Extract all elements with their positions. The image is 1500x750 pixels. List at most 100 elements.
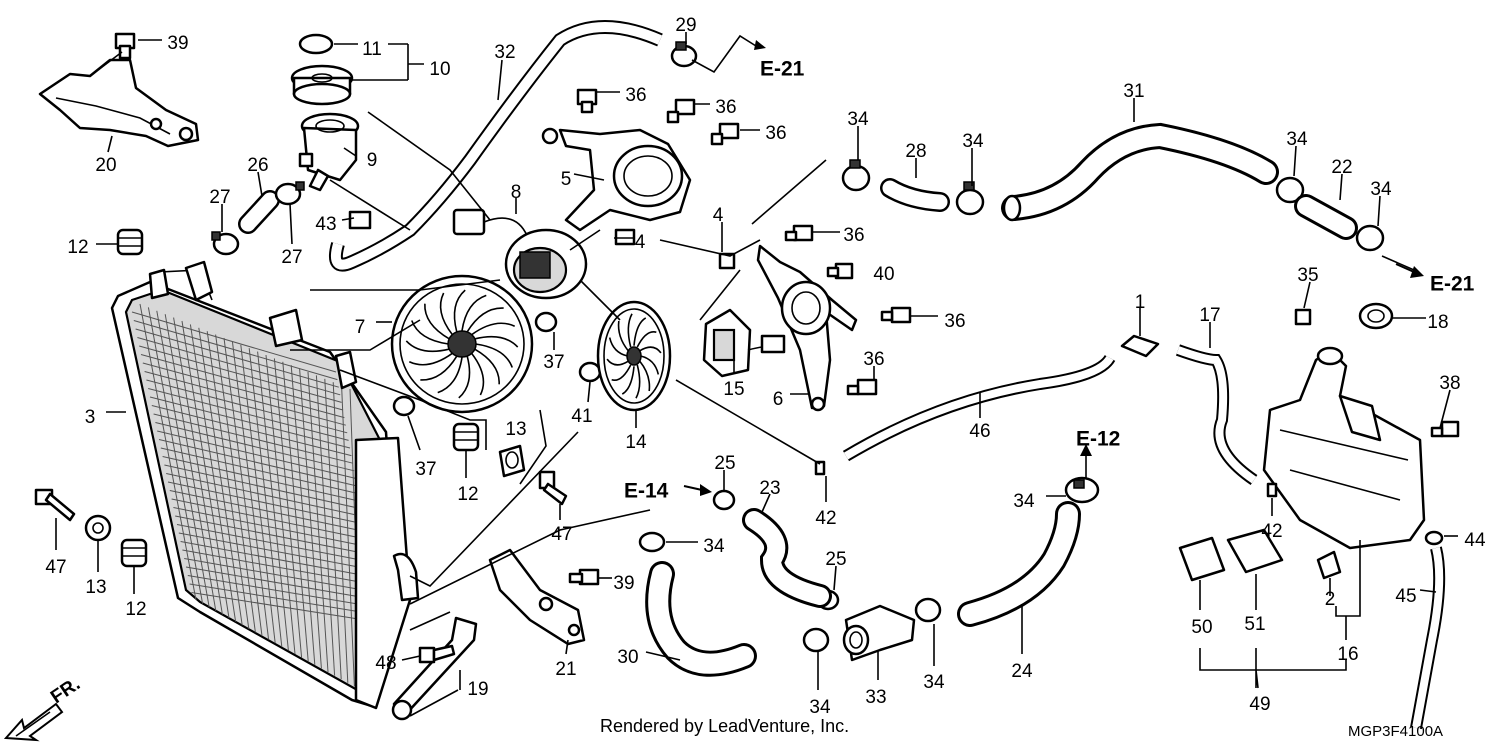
pad-51[interactable] <box>1226 528 1284 574</box>
callout-n24[interactable]: 24 <box>1011 661 1033 682</box>
clamp-34-b[interactable] <box>955 181 985 216</box>
callout-n36d[interactable]: 36 <box>843 225 864 246</box>
callout-n27a[interactable]: 27 <box>209 187 230 208</box>
callout-n3[interactable]: 3 <box>85 407 96 428</box>
callout-n4b[interactable]: 4 <box>713 205 724 226</box>
callout-n34c[interactable]: 34 <box>1286 129 1308 150</box>
callout-n36a[interactable]: 36 <box>625 85 646 106</box>
fan-shroud-5[interactable] <box>541 127 692 232</box>
callout-n5[interactable]: 5 <box>561 169 572 190</box>
hose-46[interactable] <box>842 354 1116 462</box>
grommet-12-top[interactable] <box>116 228 144 256</box>
hose-22[interactable] <box>1294 194 1358 240</box>
callout-n30[interactable]: 30 <box>617 647 638 668</box>
callout-n39b[interactable]: 39 <box>613 573 634 594</box>
callout-n47a[interactable]: 47 <box>45 557 66 578</box>
bolt-48[interactable] <box>418 644 456 664</box>
filler-neck-9[interactable] <box>298 112 360 192</box>
callout-n17[interactable]: 17 <box>1199 305 1220 326</box>
bolt-39-top[interactable] <box>97 32 136 71</box>
nut-37-a[interactable] <box>534 311 558 333</box>
nut-43[interactable] <box>348 210 372 230</box>
callout-n27b[interactable]: 27 <box>281 247 302 268</box>
callout-n11[interactable]: 11 <box>362 39 382 60</box>
bolt-36-d[interactable] <box>784 224 814 242</box>
radiator[interactable] <box>110 260 420 710</box>
collar-13-lower[interactable] <box>84 514 112 542</box>
callout-n21[interactable]: 21 <box>555 659 576 680</box>
callout-n34h[interactable]: 34 <box>809 697 831 718</box>
hose-17[interactable] <box>1175 344 1258 485</box>
callout-n34b[interactable]: 34 <box>962 131 984 152</box>
callout-n35[interactable]: 35 <box>1297 265 1318 286</box>
clamp-34-e[interactable] <box>1064 476 1100 504</box>
fan-motor-8[interactable] <box>452 208 588 300</box>
callout-n37b[interactable]: 37 <box>415 459 436 480</box>
clamp-34-f[interactable] <box>638 531 666 553</box>
callout-n14[interactable]: 14 <box>625 432 647 453</box>
callout-n36c[interactable]: 36 <box>765 123 786 144</box>
clamp-34-d[interactable] <box>1355 224 1385 252</box>
callout-n25a[interactable]: 25 <box>714 453 735 474</box>
callout-n36e[interactable]: 36 <box>944 311 965 332</box>
callout-n34e[interactable]: 34 <box>1013 491 1035 512</box>
bolt-47-left[interactable] <box>34 488 76 522</box>
hose-26[interactable] <box>238 190 280 234</box>
radiator-cap-10[interactable] <box>290 33 354 106</box>
callout-n33[interactable]: 33 <box>865 687 886 708</box>
callout-n9[interactable]: 9 <box>367 150 378 171</box>
fan-blade-14[interactable] <box>596 300 672 412</box>
callout-n37a[interactable]: 37 <box>543 352 564 373</box>
callout-n34f[interactable]: 34 <box>703 536 725 557</box>
callout-n22[interactable]: 22 <box>1331 157 1352 178</box>
clip-42-center[interactable] <box>814 460 826 476</box>
bolt-36-c[interactable] <box>710 122 740 146</box>
callout-n23[interactable]: 23 <box>759 478 780 499</box>
callout-n18[interactable]: 18 <box>1427 312 1448 333</box>
nut-37-b[interactable] <box>392 395 416 417</box>
clamp-25-upper[interactable] <box>712 489 736 511</box>
callout-n13a[interactable]: 13 <box>505 419 526 440</box>
callout-n46[interactable]: 46 <box>969 421 990 442</box>
callout-n42b[interactable]: 42 <box>1261 521 1282 542</box>
callout-n2[interactable]: 2 <box>1325 589 1336 610</box>
callout-n38[interactable]: 38 <box>1439 373 1460 394</box>
callout-n20[interactable]: 20 <box>95 155 116 176</box>
callout-n50[interactable]: 50 <box>1191 617 1212 638</box>
callout-n48[interactable]: 48 <box>375 653 396 674</box>
callout-n12b[interactable]: 12 <box>457 484 478 505</box>
callout-n45[interactable]: 45 <box>1395 586 1416 607</box>
hose-24[interactable] <box>957 501 1081 627</box>
nut-41[interactable] <box>578 361 602 383</box>
callout-n7[interactable]: 7 <box>355 317 366 338</box>
callout-n13b[interactable]: 13 <box>85 577 106 598</box>
joint-1[interactable] <box>1120 334 1160 358</box>
grommet-12-mid[interactable] <box>452 422 480 452</box>
grommet-12-bottom[interactable] <box>120 538 148 568</box>
bolt-36-b[interactable] <box>666 98 696 124</box>
cap-18[interactable] <box>1358 302 1394 330</box>
bolt-47-center[interactable] <box>538 470 568 506</box>
hose-30[interactable] <box>645 561 757 677</box>
callout-n28[interactable]: 28 <box>905 141 926 162</box>
callout-n34d[interactable]: 34 <box>1370 179 1392 200</box>
bolt-39-bottom[interactable] <box>568 568 600 586</box>
grommet-2[interactable] <box>1316 550 1342 580</box>
clamp-34-a[interactable] <box>841 159 871 192</box>
reference-e12[interactable]: E-12 <box>1076 428 1120 451</box>
callout-n10[interactable]: 10 <box>429 59 450 80</box>
callout-n26[interactable]: 26 <box>247 155 268 176</box>
callout-n12c[interactable]: 12 <box>125 599 146 620</box>
callout-n39a[interactable]: 39 <box>167 33 188 54</box>
bolt-36-f[interactable] <box>846 378 878 396</box>
reference-e21a[interactable]: E-21 <box>760 58 805 81</box>
bolt-38[interactable] <box>1430 420 1460 438</box>
callout-n44[interactable]: 44 <box>1464 530 1486 551</box>
joint-33[interactable] <box>842 604 916 662</box>
callout-n31[interactable]: 31 <box>1123 81 1144 102</box>
callout-n51[interactable]: 51 <box>1244 614 1265 635</box>
pad-50[interactable] <box>1178 536 1226 582</box>
reference-e14[interactable]: E-14 <box>624 480 669 503</box>
stay-19[interactable] <box>391 616 478 721</box>
callout-n29[interactable]: 29 <box>675 15 696 36</box>
